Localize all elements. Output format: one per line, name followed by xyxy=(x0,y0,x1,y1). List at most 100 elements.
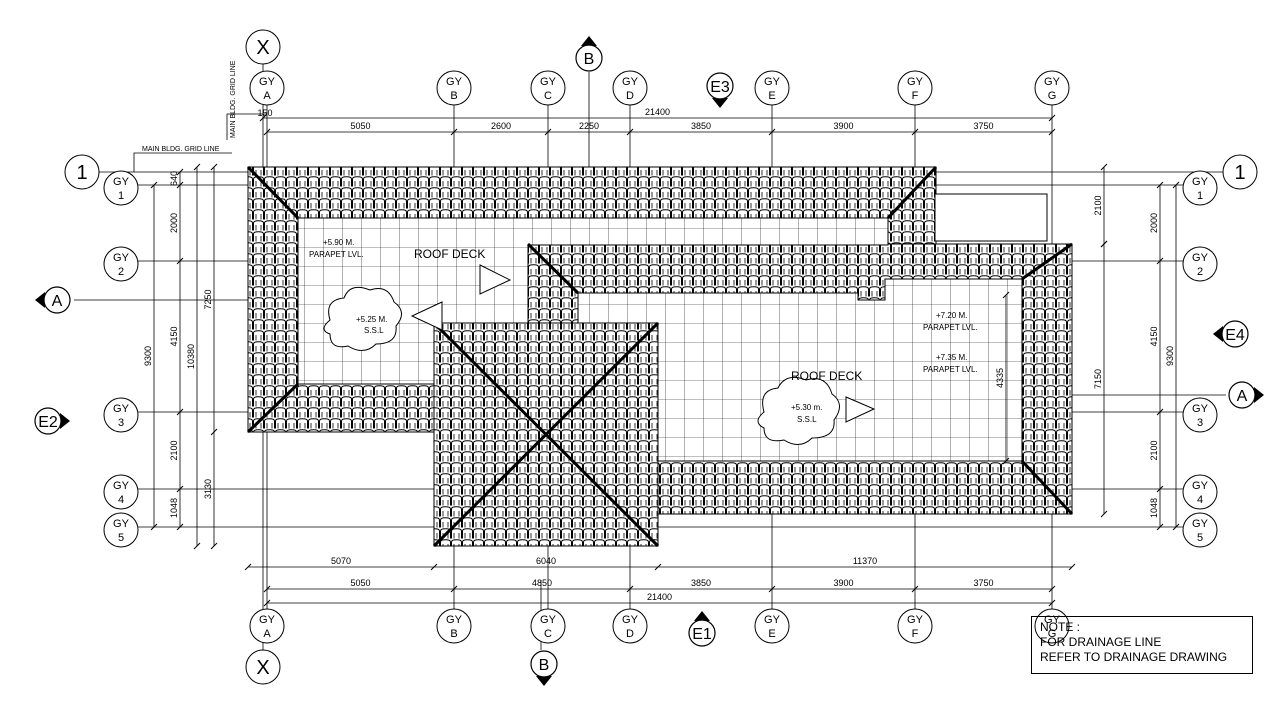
elevation-marker-e2 xyxy=(34,407,62,435)
grid-bubble-top-c-bottom: C xyxy=(544,90,552,102)
grid-bubble-right-2 xyxy=(1182,246,1218,282)
dim-right-span-0: 2000 xyxy=(1149,213,1159,233)
dim-right-span-3: 1048 xyxy=(1149,498,1159,518)
level-tag-1: +5.90 M. xyxy=(323,238,354,247)
elevation-marker-e1-arrow xyxy=(694,611,710,621)
section-marker-a-right-label: A xyxy=(1237,388,1248,405)
grid-bubble-bottom-d xyxy=(612,608,648,644)
grid-bubble-right-3 xyxy=(1182,397,1218,433)
grid-bubble-bottom-f xyxy=(897,608,933,644)
roof-deck-areas xyxy=(297,193,1048,462)
grid-bubble-left-5-bottom: 5 xyxy=(118,532,124,544)
level-note-2: S.S.L xyxy=(364,326,384,335)
grid-bubble-bottom-a-bottom: A xyxy=(263,628,271,640)
level-tag-4: +7.35 M. xyxy=(936,353,967,362)
dim-bottom-lower-1: 4850 xyxy=(532,578,552,588)
note-line-2: REFER TO DRAINAGE DRAWING xyxy=(1040,650,1228,664)
grid-bubble-top-e xyxy=(754,70,790,106)
dim-left-overall-0: 9300 xyxy=(143,346,153,366)
section-marker-b-top-label: B xyxy=(584,51,595,68)
dim-left-mid-0: 7250 xyxy=(203,289,213,309)
grid-bubble-bottom-f-top: GY xyxy=(907,614,924,626)
dim-left-total-0: 10380 xyxy=(186,344,196,369)
grid-bubble-left-5 xyxy=(103,512,139,548)
dim-top-span-1: 2600 xyxy=(491,121,511,131)
dim-left-span-1: 2000 xyxy=(169,213,179,233)
grid-bubble-top-e-bottom: E xyxy=(768,90,775,102)
level-note-5: S.S.L xyxy=(797,415,817,424)
section-marker-a-right xyxy=(1228,381,1256,409)
main-grid-text-top: X xyxy=(256,37,269,59)
grid-bubble-top-g-top: GY xyxy=(1044,76,1061,88)
grid-bubble-left-1 xyxy=(103,170,139,206)
grid-bubble-left-3-bottom: 3 xyxy=(118,417,124,429)
section-marker-b-bottom-label: B xyxy=(539,657,550,674)
elevation-marker-e3 xyxy=(706,72,734,100)
level-tag-5: +5.30 m. xyxy=(791,403,822,412)
grid-bubble-right-4-bottom: 4 xyxy=(1197,494,1203,506)
main-grid-bubble-bottom xyxy=(245,649,281,685)
dim-left-mid-1: 3130 xyxy=(203,479,213,499)
main-grid-bubble-left xyxy=(64,154,100,190)
drainage-note: NOTE : FOR DRAINAGE LINE REFER TO DRAINA… xyxy=(1031,616,1253,674)
grid-bubble-bottom-g xyxy=(1034,608,1070,644)
elevation-marker-e4-arrow xyxy=(1213,326,1223,342)
dim-bottom-lower-2: 3850 xyxy=(691,578,711,588)
main-grid-labels: MAIN BLDG. GRID LINE MAIN BLDG. GRID LIN… xyxy=(142,60,237,153)
dim-right-inner-0: 4335 xyxy=(995,368,1005,388)
dim-top-overall-0: 21400 xyxy=(645,107,670,117)
note-line-1: FOR DRAINAGE LINE xyxy=(1040,635,1162,649)
grid-bubble-bottom-d-top: GY xyxy=(622,614,639,626)
grid-bubble-right-1-bottom: 1 xyxy=(1197,190,1203,202)
dim-bottom-upper-1: 6040 xyxy=(536,556,556,566)
level-note-1: PARAPET LVL. xyxy=(309,250,364,259)
section-marker-a-left xyxy=(43,286,71,314)
grid-bubble-top-f-bottom: F xyxy=(912,90,919,102)
grid-bubble-bottom-b-top: GY xyxy=(446,614,463,626)
grid-bubble-top-b-top: GY xyxy=(446,76,463,88)
level-tag-2: +5.25 M. xyxy=(356,315,387,324)
grid-bubble-right-4-top: GY xyxy=(1192,480,1209,492)
grid-bubble-top-a xyxy=(249,70,285,106)
grid-bubble-bottom-c-top: GY xyxy=(540,614,557,626)
grid-bubble-top-c xyxy=(530,70,566,106)
grid-bubble-bottom-f-bottom: F xyxy=(912,628,919,640)
grid-bubble-right-3-bottom: 3 xyxy=(1197,417,1203,429)
dim-bottom-lower-4: 3750 xyxy=(973,578,993,588)
dim-top-offset: 150 xyxy=(257,108,272,118)
dim-bottom-upper-2: 11370 xyxy=(853,556,877,566)
grid-bubble-left-5-top: GY xyxy=(113,518,130,530)
section-marker-b-top xyxy=(575,44,603,72)
grid-bubble-top-c-top: GY xyxy=(540,76,557,88)
grid-bubble-top-e-top: GY xyxy=(764,76,781,88)
grid-bubble-bottom-g-bottom: G xyxy=(1048,628,1057,640)
rev-triangles xyxy=(410,264,876,423)
grid-bubble-right-1-top: GY xyxy=(1192,176,1209,188)
grid-bubble-left-1-bottom: 1 xyxy=(118,190,124,202)
grid-bubble-left-4-top: GY xyxy=(113,480,130,492)
grid-bubble-bottom-c xyxy=(530,608,566,644)
hip-lines xyxy=(246,165,1074,548)
grid-bubble-left-2-bottom: 2 xyxy=(118,266,124,278)
grid-bubble-right-5-top: GY xyxy=(1192,518,1209,530)
dim-top-span-0: 5050 xyxy=(350,121,370,131)
grid-bubble-bottom-e-top: GY xyxy=(764,614,781,626)
grid-bubble-top-a-bottom: A xyxy=(263,90,271,102)
grid-bubble-bottom-d-bottom: D xyxy=(626,628,634,640)
dim-top-span-4: 3900 xyxy=(833,121,853,131)
elevation-marker-e3-arrow xyxy=(712,98,728,108)
dim-left-span-2: 4150 xyxy=(169,326,179,346)
roof-deck-label-1: ROOF DECK xyxy=(414,247,485,261)
dim-bottom-lower-3: 3900 xyxy=(833,578,853,588)
grid-bubble-top-b xyxy=(436,70,472,106)
main-grid-bubble-right xyxy=(1222,154,1258,190)
grid-bubble-top-d-top: GY xyxy=(622,76,639,88)
grid-bubble-right-5 xyxy=(1182,512,1218,548)
grid-bubble-bottom-a xyxy=(249,608,285,644)
section-marker-b-top-arrow xyxy=(581,36,597,46)
dim-top-span-5: 3750 xyxy=(973,121,993,131)
grid-bubble-bottom-e xyxy=(754,608,790,644)
dim-bottom-lower-0: 5050 xyxy=(350,578,370,588)
dim-bottom-upper-0: 5070 xyxy=(331,556,351,566)
dim-left-span-3: 2100 xyxy=(169,440,179,460)
